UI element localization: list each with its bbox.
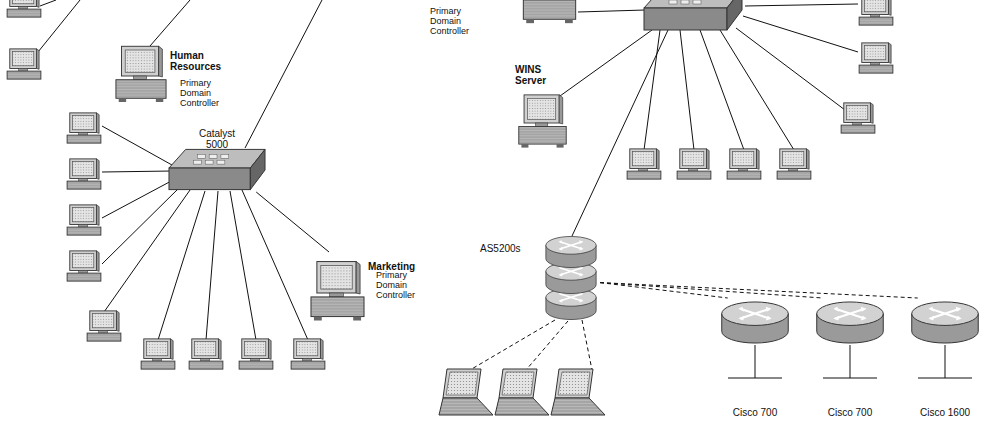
workstation-icon: [141, 339, 175, 369]
label-wrap: Primary Domain Controller: [430, 6, 469, 38]
workstation-icon: [627, 149, 661, 179]
node-label: Primary Domain Controller: [180, 78, 219, 108]
server-icon: [523, 0, 575, 23]
label-wrap: Primary Domain Controller: [180, 78, 219, 110]
server-node: MarketingPrimary Domain Controller: [308, 252, 448, 332]
workstation-icon: [859, 43, 893, 73]
switch-icon: [169, 149, 265, 189]
router-node: Cisco 700: [811, 298, 889, 420]
server-node: WINS Server: [513, 64, 575, 152]
workstation-icon: [67, 205, 101, 235]
switch-node: Catalyst 5000: [168, 126, 266, 192]
node-label: Cisco 700: [733, 407, 777, 418]
server-icon: [116, 46, 166, 102]
node-label: Primary Domain Controller: [430, 6, 469, 36]
label-wrap: Cisco 700: [716, 402, 794, 420]
workstation-icon: [291, 339, 325, 369]
switch-icon: [644, 0, 742, 30]
workstation-icon: [7, 0, 41, 17]
lan-segment: [728, 345, 972, 378]
dialup-link: [600, 283, 918, 298]
label-wrap: Catalyst 5000: [168, 128, 266, 152]
label-wrap: Cisco 1600: [906, 402, 984, 420]
laptop-icon: [495, 369, 549, 415]
server-icon: [519, 95, 566, 148]
node-label: Catalyst 5000: [199, 128, 235, 150]
workstation-icon: [859, 0, 893, 25]
label-wrap: AS5200s: [480, 238, 521, 256]
workstation-icon: [677, 149, 711, 179]
dialup-link: [600, 283, 823, 298]
node-label: Human Resources: [170, 50, 221, 72]
dialup-link: [470, 320, 592, 370]
workstation-icon: [841, 103, 875, 133]
workstation-icon: [67, 113, 101, 143]
label-wrap: Cisco 700: [811, 402, 889, 420]
node-label: Cisco 700: [828, 407, 872, 418]
workstation-icon: [727, 149, 761, 179]
server-node: Primary Domain Controller: [426, 0, 578, 50]
node-label: Primary Domain Controller: [376, 270, 415, 300]
workstation-icon: [87, 311, 121, 341]
node-label: Cisco 1600: [920, 407, 970, 418]
server-icon: [311, 262, 364, 321]
laptop-icon: [439, 369, 493, 415]
workstation-icon: [239, 339, 273, 369]
router-node: Cisco 1600: [906, 298, 984, 420]
access-server-node: AS5200s: [476, 232, 600, 324]
node-label: WINS Server: [515, 64, 546, 86]
server-node: Human ResourcesPrimary Domain Controller: [112, 42, 237, 117]
router-icon: [722, 302, 789, 343]
label-wrap: WINS Server: [515, 64, 546, 88]
label-wrap: Human Resources: [170, 50, 221, 74]
workstation-icon: [67, 251, 101, 281]
workstation-icon: [67, 159, 101, 189]
network-link: [256, 192, 329, 252]
node-label: AS5200s: [480, 243, 521, 254]
laptop-icon: [551, 369, 605, 415]
router-icon: [817, 302, 884, 343]
label-wrap: Primary Domain Controller: [376, 270, 415, 302]
router-icon: [912, 302, 979, 343]
workstation-icon: [7, 49, 41, 79]
workstation-icon: [777, 149, 811, 179]
router-node: Cisco 700: [716, 298, 794, 420]
workstation-icon: [189, 339, 223, 369]
router-icon: [546, 236, 596, 267]
